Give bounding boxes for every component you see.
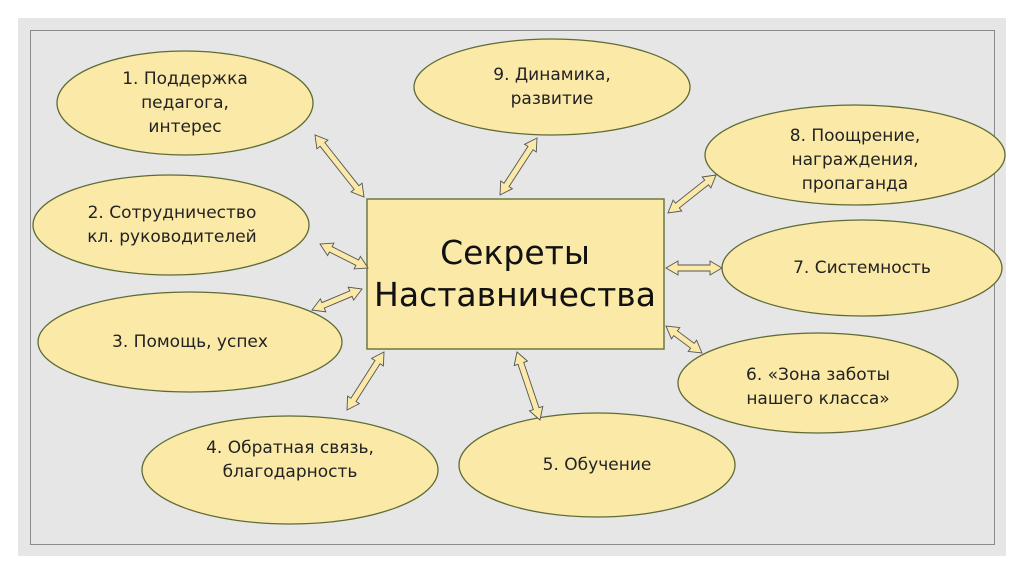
node-3-label: 3. Помощь, успех — [112, 332, 268, 352]
connector-arrow-5 — [513, 351, 544, 421]
slide-frame — [30, 30, 995, 545]
node-1-ellipse — [56, 50, 314, 156]
node-2-ellipse — [32, 174, 310, 276]
node-6-label: 6. «Зона заботы нашего класса» — [746, 365, 890, 409]
node-5-ellipse — [458, 412, 736, 518]
center-title-line2: Наставничества — [374, 275, 656, 314]
node-7-label: 7. Системность — [793, 258, 931, 278]
connector-arrow-3 — [311, 286, 363, 313]
node-9-ellipse — [413, 38, 691, 136]
node-4-label: 4. Обратная связь, благодарность — [206, 438, 374, 482]
connector-arrow-7 — [665, 260, 723, 276]
node-5-label: 5. Обучение — [542, 455, 652, 475]
connector-arrow-6 — [665, 325, 703, 354]
connector-arrow-1 — [314, 134, 365, 198]
node-8-ellipse — [704, 104, 1006, 206]
node-4-ellipse — [141, 415, 439, 525]
connector-arrow-4 — [346, 351, 385, 411]
node-9-label: 9. Динамика, развитие — [493, 65, 611, 109]
connector-arrow-2 — [319, 242, 369, 270]
node-6-ellipse — [677, 332, 959, 434]
node-3-ellipse — [37, 291, 343, 393]
node-1-label: 1. Поддержка педагога, интерес — [122, 69, 248, 137]
node-8-label: 8. Поощрение, награждения, пропаганда — [789, 126, 921, 194]
connector-arrow-8 — [667, 174, 717, 214]
center-title-line1: Секреты — [440, 233, 590, 272]
center-box — [366, 198, 665, 350]
node-2-label: 2. Сотрудничество кл. руководителей — [87, 203, 257, 247]
connector-arrow-9 — [499, 137, 538, 196]
